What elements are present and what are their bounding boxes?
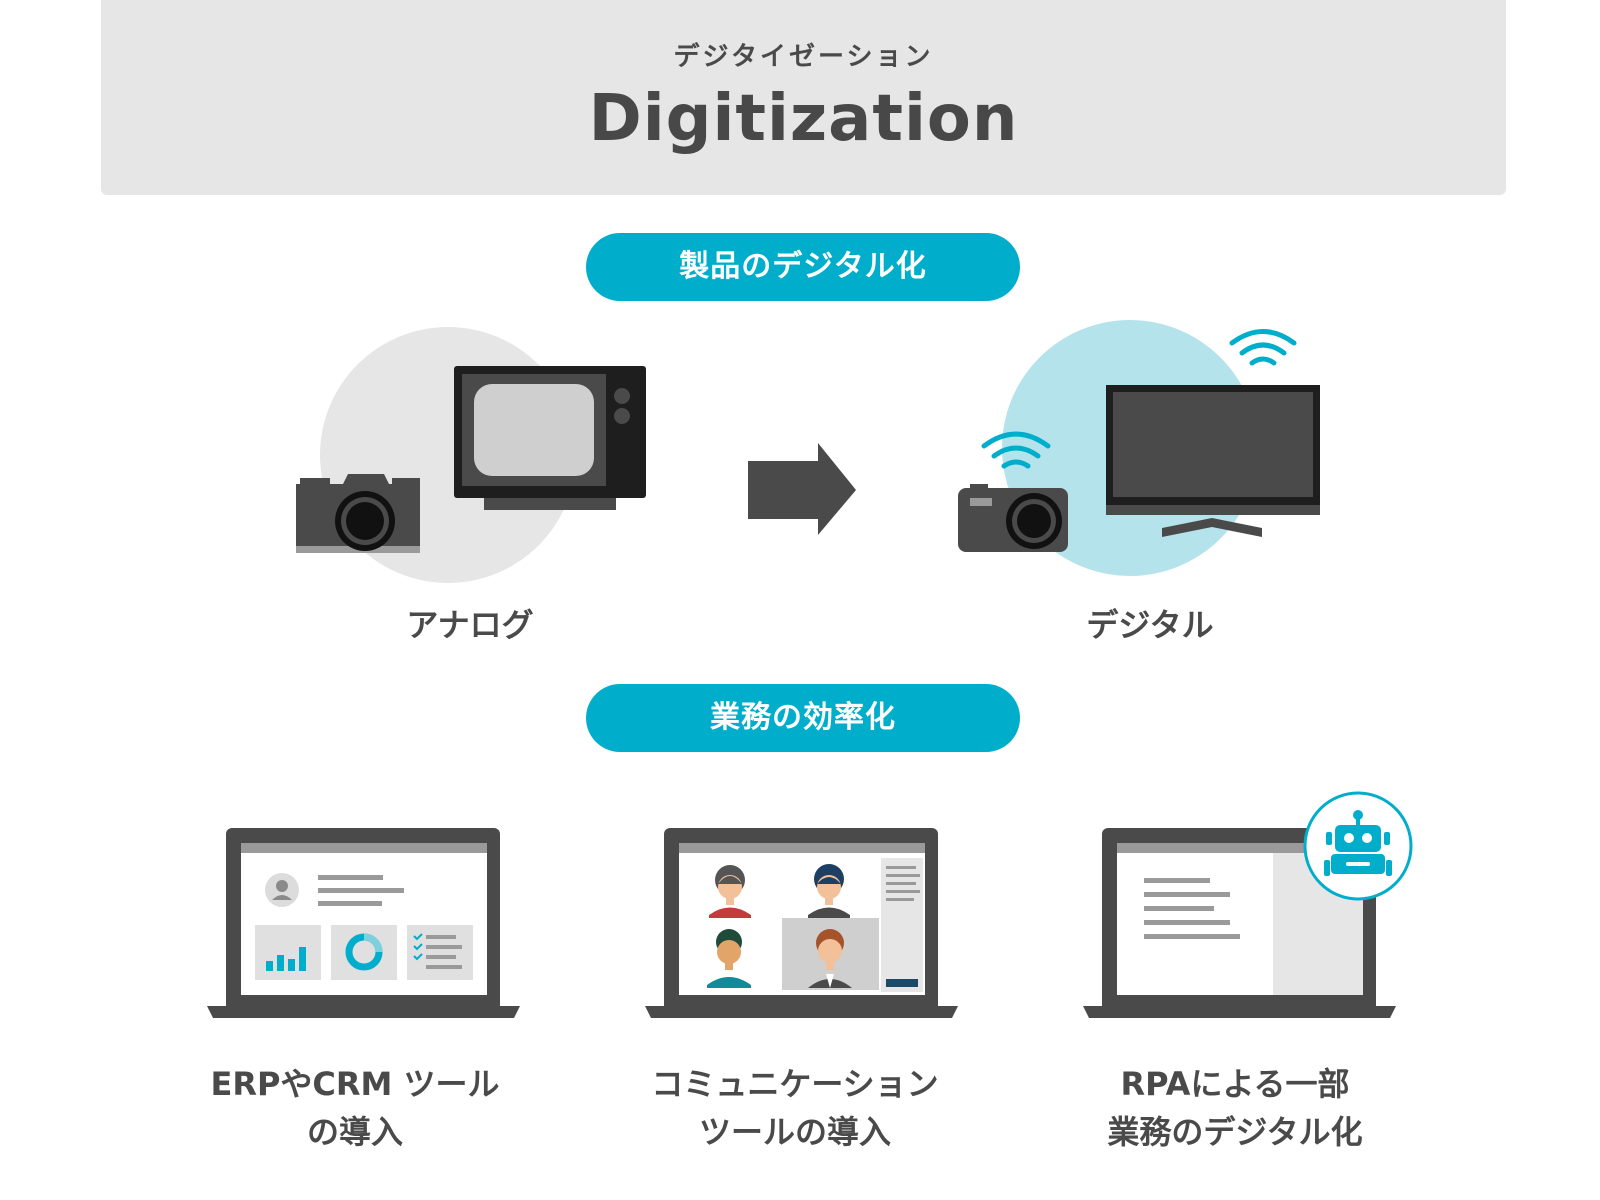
digital-group <box>958 320 1320 576</box>
caption-communication-line2: ツールの導入 <box>698 1113 891 1151</box>
caption-erp-crm: ERPやCRM ツール の導入 <box>165 1060 545 1156</box>
laptop-erp-crm-icon <box>207 828 520 1018</box>
wifi-icon-tv <box>1229 329 1297 366</box>
header-band: デジタイゼーション Digitization <box>101 0 1506 195</box>
digital-label: デジタル <box>1086 606 1214 644</box>
digital-camera-icon <box>958 484 1068 552</box>
header-subtitle: デジタイゼーション <box>673 42 934 72</box>
wifi-icon-camera <box>981 431 1051 469</box>
analog-camera-icon <box>296 474 420 553</box>
caption-erp-crm-line2: の導入 <box>306 1113 403 1151</box>
caption-rpa-line2: 業務のデジタル化 <box>1107 1113 1363 1151</box>
bar-chart-tile <box>255 925 321 980</box>
laptop-rpa-icon <box>1083 791 1413 1018</box>
donut-chart-tile <box>331 925 397 980</box>
caption-communication-line1: コミュニケーション <box>651 1065 939 1103</box>
participant-avatar-1 <box>709 865 751 918</box>
participant-avatar-4 <box>808 929 852 988</box>
participant-avatar-3 <box>707 929 751 988</box>
participant-avatar-2 <box>808 864 850 918</box>
checklist-tile <box>407 925 473 980</box>
crt-tv-icon <box>454 366 646 510</box>
section-pill-products: 製品のデジタル化 <box>586 233 1020 301</box>
caption-communication: コミュニケーション ツールの導入 <box>605 1060 985 1156</box>
laptop-video-call-icon <box>645 828 958 1018</box>
section-pill-operations: 業務の効率化 <box>586 684 1020 752</box>
caption-erp-crm-line1: ERPやCRM ツール <box>210 1065 500 1103</box>
header-title: Digitization <box>588 82 1019 156</box>
analog-group <box>296 327 646 583</box>
analog-label: アナログ <box>406 606 534 644</box>
flat-tv-icon <box>1106 385 1320 537</box>
caption-rpa: RPAによる一部 業務のデジタル化 <box>1045 1060 1425 1156</box>
arrow-right-icon <box>748 443 856 535</box>
caption-rpa-line1: RPAによる一部 <box>1120 1065 1350 1103</box>
